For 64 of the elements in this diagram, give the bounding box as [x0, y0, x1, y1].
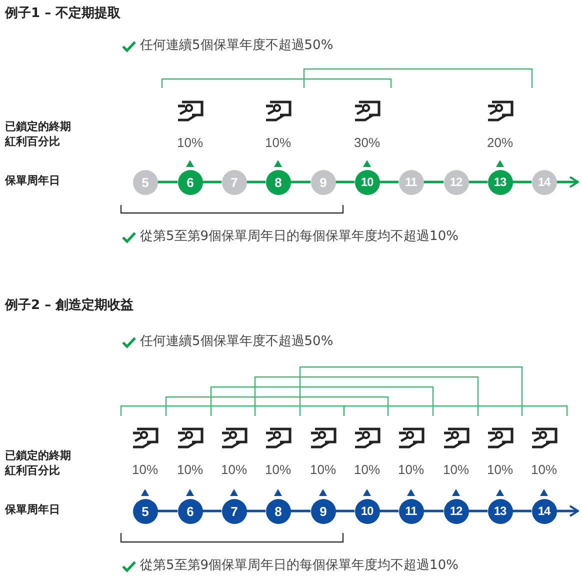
row-label: 保單周年日	[5, 503, 60, 518]
timeline-segment	[246, 510, 266, 512]
year-circle: 9	[310, 170, 336, 194]
percentage-text: 30%	[352, 135, 382, 150]
percentage-text: 10%	[176, 462, 204, 477]
year-circle: 7	[222, 498, 246, 524]
percentage-text: 10%	[352, 462, 382, 477]
year-circle: 5	[132, 498, 158, 524]
year-circle: 10	[354, 170, 380, 194]
year-circle: 8	[266, 170, 290, 194]
row-label: 保單周年日	[5, 174, 60, 189]
year-circle: 14	[532, 498, 556, 524]
section-heading: 例子1 – 不定期提取	[5, 5, 121, 23]
year-circle: 8	[266, 498, 290, 524]
percentage-text: 10%	[220, 462, 248, 477]
timeline-segment	[158, 510, 178, 512]
timeline-arrow	[556, 176, 579, 188]
percentage-text: 10%	[486, 462, 514, 477]
timeline-segment	[158, 180, 178, 184]
year-circle: 11	[398, 170, 424, 194]
timeline-segment	[424, 510, 444, 512]
percentage-text: 20%	[486, 135, 514, 150]
year-circle: 12	[444, 170, 468, 194]
section-heading: 例子2 – 創造定期收益	[5, 297, 134, 315]
percentage-text: 10%	[176, 135, 204, 150]
timeline-segment	[512, 180, 532, 184]
year-circle: 6	[178, 170, 202, 194]
timeline-segment	[246, 180, 266, 184]
timeline-segment	[424, 180, 444, 184]
year-circle: 5	[132, 170, 158, 194]
row-label: 已鎖定的終期紅利百分比	[5, 120, 72, 150]
year-circle: 13	[488, 170, 512, 194]
year-circle: 7	[222, 170, 246, 194]
timeline-arrow	[556, 505, 579, 517]
timeline-segment	[380, 180, 398, 184]
percentage-text: 10%	[264, 462, 292, 477]
year-circle: 11	[398, 498, 424, 524]
percentage-text: 10%	[396, 462, 426, 477]
percentage-text: 10%	[442, 462, 470, 477]
note-text: 任何連續5個保單年度不超過50%	[140, 333, 334, 351]
year-circle: 6	[178, 498, 202, 524]
timeline-segment	[380, 510, 398, 512]
year-circle: 13	[488, 498, 512, 524]
year-circle: 12	[444, 498, 468, 524]
percentage-text: 10%	[308, 462, 338, 477]
percentage-text: 10%	[130, 462, 160, 477]
timeline-segment	[468, 180, 488, 184]
timeline-segment	[336, 180, 354, 184]
note-text: 任何連續5個保單年度不超過50%	[140, 37, 334, 55]
timeline-segment	[290, 180, 310, 184]
note-text: 從第5至第9個保單周年日的每個保單年度均不超過10%	[140, 228, 458, 246]
timeline-segment	[202, 180, 222, 184]
timeline-segment	[336, 510, 354, 512]
year-circle: 14	[532, 170, 556, 194]
timeline-segment	[202, 510, 222, 512]
note-text: 從第5至第9個保單周年日的每個保單年度均不超過10%	[140, 557, 458, 575]
row-label: 已鎖定的終期紅利百分比	[5, 449, 72, 479]
percentage-text: 10%	[264, 135, 292, 150]
timeline-segment	[290, 510, 310, 512]
timeline-segment	[468, 510, 488, 512]
percentage-text: 10%	[530, 462, 558, 477]
timeline-segment	[512, 510, 532, 512]
year-circle: 9	[310, 498, 336, 524]
year-circle: 10	[354, 498, 380, 524]
